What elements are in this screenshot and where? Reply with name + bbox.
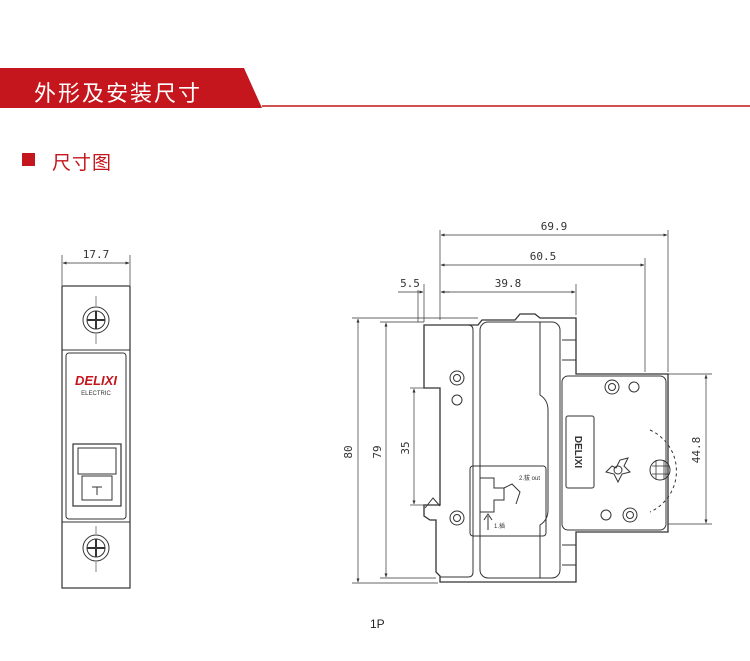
header-banner — [0, 68, 750, 108]
front-width-dim: 17.7 — [83, 248, 110, 261]
dim-depth-3: 39.8 — [495, 277, 522, 290]
strip-label: 2.拔 out — [519, 474, 540, 482]
figure-caption: 1P — [370, 617, 385, 631]
dim-rail: 35 — [399, 441, 412, 454]
dim-depth-2: 60.5 — [530, 250, 557, 263]
dim-height-total: 80 — [342, 445, 355, 458]
section-marker-icon — [22, 153, 35, 166]
dim-total-depth: 69.9 — [541, 220, 568, 233]
side-dimensions — [352, 230, 712, 584]
front-view — [61, 255, 131, 589]
brand-logo: DELIXI — [75, 373, 117, 388]
brand-sub: ELECTRIC — [81, 391, 111, 397]
header-title: 外形及安装尺寸 — [34, 82, 203, 107]
section-title: 尺寸图 — [52, 152, 113, 174]
dim-right-height: 44.8 — [690, 437, 703, 464]
side-view — [423, 313, 677, 583]
vertical-logo: DELIXI — [572, 436, 583, 468]
dim-height-body: 79 — [371, 445, 384, 458]
insert-label: 1.插 — [494, 522, 505, 530]
dim-offset: 5.5 — [400, 277, 420, 290]
